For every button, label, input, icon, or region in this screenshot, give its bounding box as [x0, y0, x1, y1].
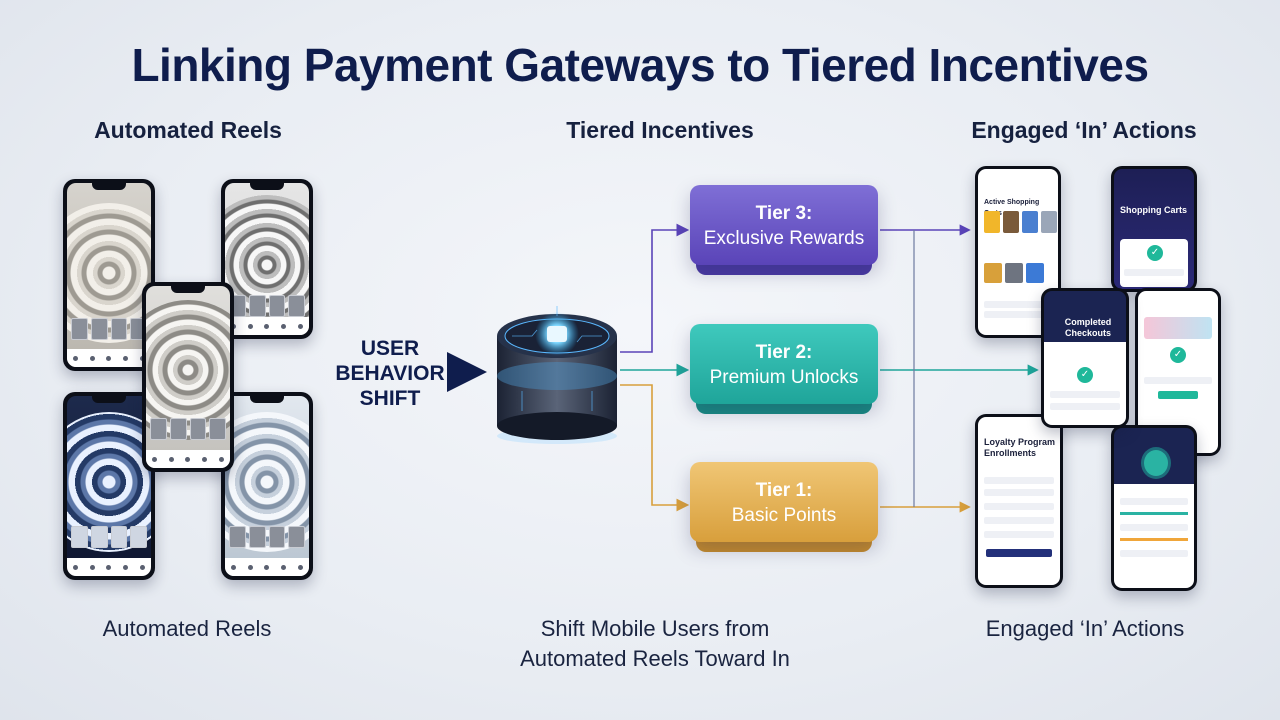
tier-2-card: Tier 2: Premium Unlocks — [690, 324, 878, 414]
shopping-carts-phone: Shopping Carts ✓ — [1111, 166, 1197, 292]
success-button — [1158, 391, 1198, 399]
completed-title-line1: Completed — [1064, 317, 1112, 327]
tier-2-name: Premium Unlocks — [709, 367, 859, 388]
tier-3-label: Tier 3: — [755, 203, 813, 224]
tier-1-card: Tier 1: Basic Points — [690, 462, 878, 552]
confirmation-card: ✓ — [1120, 239, 1188, 287]
phone-notch — [171, 286, 205, 293]
completed-checkouts-phone: Completed Checkouts ✓ — [1041, 288, 1129, 428]
right-column-title: Engaged ‘In’ Actions — [971, 117, 1197, 143]
completed-title-line2: Checkouts — [1064, 328, 1111, 338]
phone-notch — [92, 183, 126, 190]
right-column-caption: Engaged ‘In’ Actions — [985, 616, 1185, 641]
tier-2-label: Tier 2: — [755, 342, 813, 363]
tier-1-label: Tier 1: — [755, 480, 813, 501]
enroll-button — [986, 549, 1052, 557]
phone-notch — [250, 396, 284, 403]
check-icon: ✓ — [1077, 367, 1093, 383]
user-behavior-line2: BEHAVIOR — [335, 362, 445, 385]
left-column-caption: Automated Reels — [102, 616, 272, 641]
user-behavior-label: USER BEHAVIOR SHIFT — [330, 336, 450, 411]
promo-banner — [1144, 317, 1212, 339]
shopping-carts-title: Shopping Carts — [1120, 205, 1187, 215]
middle-caption-line1: Shift Mobile Users from — [540, 616, 770, 641]
user-behavior-line1: USER — [360, 337, 420, 360]
reel-thumbnails — [150, 418, 226, 440]
left-column-title: Automated Reels — [94, 117, 282, 143]
reel-phone-4 — [221, 392, 313, 580]
reel-phone-1 — [63, 179, 155, 371]
progress-bar — [1120, 512, 1188, 515]
check-icon: ✓ — [1170, 347, 1186, 363]
reel-thumbnails — [229, 526, 305, 548]
loyalty-title-line1: Loyalty Program — [984, 437, 1056, 447]
page-title: Linking Payment Gateways to Tiered Incen… — [131, 39, 1149, 91]
phone-notch — [92, 396, 126, 403]
loyalty-tiers-phone — [1111, 425, 1197, 591]
phone-nav-bar — [146, 450, 230, 468]
phone-notch — [250, 183, 284, 190]
payment-gateway-server-icon — [497, 306, 617, 444]
middle-column-title: Tiered Incentives — [566, 117, 754, 143]
user-behavior-line3: SHIFT — [359, 387, 421, 410]
connector-to-tier3 — [620, 223, 690, 353]
reel-phone-center — [142, 282, 234, 472]
middle-column-caption: Shift Mobile Users from Automated Reels … — [485, 614, 825, 674]
loyalty-enrollment-phone: Loyalty Program Enrollments — [975, 414, 1063, 588]
reel-phone-2 — [221, 179, 313, 339]
phone-nav-bar — [67, 558, 151, 576]
check-icon: ✓ — [1147, 245, 1163, 261]
connector-to-tier1 — [620, 384, 690, 512]
progress-bar — [1120, 538, 1188, 541]
reel-phone-3 — [63, 392, 155, 580]
middle-caption-line2: Automated Reels Toward In — [520, 646, 790, 671]
product-tiles — [984, 263, 1044, 283]
phone-nav-bar — [225, 558, 309, 576]
product-tiles — [984, 211, 1057, 233]
loyalty-title-line2: Enrollments — [984, 448, 1037, 458]
tier-3-card: Tier 3: Exclusive Rewards — [690, 185, 878, 275]
reward-badge-icon — [1144, 450, 1168, 476]
tier-3-name: Exclusive Rewards — [703, 228, 865, 249]
reel-thumbnails — [229, 295, 305, 317]
reel-thumbnails — [71, 318, 147, 340]
reel-thumbnails — [71, 526, 147, 548]
tier-1-name: Basic Points — [731, 505, 837, 526]
